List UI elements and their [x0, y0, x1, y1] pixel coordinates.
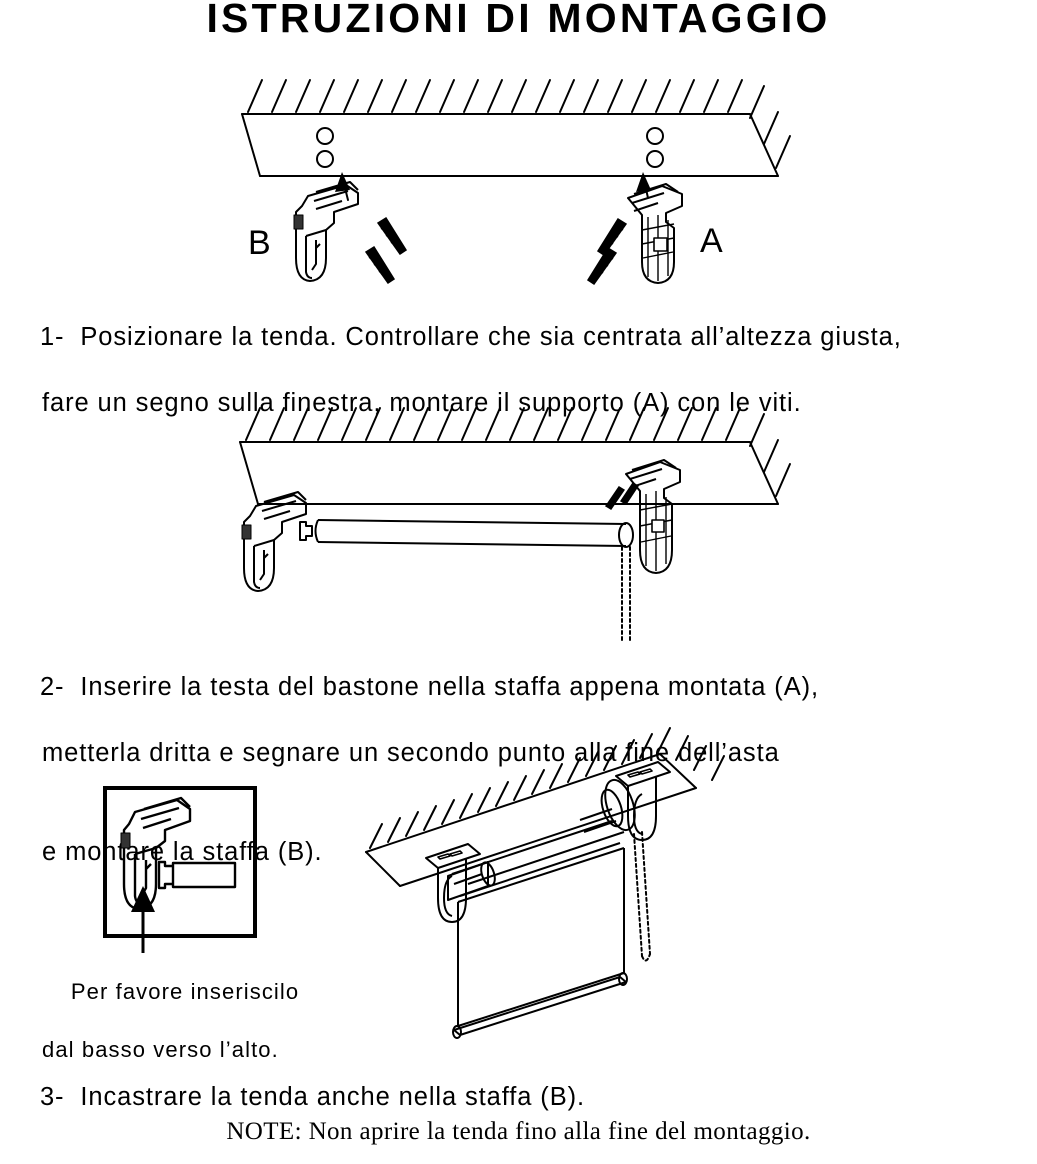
bracket-b — [293, 181, 359, 282]
bracket-b-label: B — [248, 224, 271, 262]
screw-icon — [596, 217, 628, 257]
inset-box-border — [103, 786, 257, 938]
bracket-a — [627, 183, 683, 284]
step-2-text: 2- Inserire la testa del bastone nella s… — [8, 638, 819, 935]
ceiling-slab — [239, 441, 779, 505]
step-2-line-2: metterla dritta e segnare un secondo pun… — [42, 739, 780, 767]
screw-hole — [646, 150, 664, 168]
bracket-right-mounted — [579, 761, 671, 841]
step-1-line-1: 1- Posizionare la tenda. Controllare che… — [39, 323, 902, 351]
footer-note: NOTE: Non aprire la tenda fino alla fine… — [226, 1118, 811, 1145]
step-1-text: 1- Posizionare la tenda. Controllare che… — [8, 288, 902, 486]
ceiling-hatching — [247, 79, 791, 169]
screw-icon — [586, 246, 618, 286]
roller-tube — [299, 519, 634, 548]
page-title: ISTRUZIONI DI MONTAGGIO — [206, 0, 831, 41]
bracket-b-loose — [241, 491, 307, 592]
screw-icon — [376, 216, 408, 256]
bead-chain — [621, 546, 631, 644]
roller-tube — [451, 820, 625, 897]
ceiling-hatching — [369, 727, 725, 849]
figure-1-bracket-mounting: B — [230, 72, 800, 287]
blind-fabric — [457, 847, 625, 1027]
screw-icon — [605, 486, 625, 510]
screw-hole — [646, 127, 664, 145]
bead-chain — [633, 831, 651, 962]
bracket-left-mounted — [425, 843, 496, 923]
screw-hole — [316, 150, 334, 168]
roller-rod-detail — [157, 860, 237, 890]
bracket-a-label: A — [700, 222, 723, 260]
inset-caption-line-2: dal basso verso l’alto. — [42, 1037, 279, 1062]
figure-3-inset-detail — [95, 778, 365, 953]
screw-hole — [316, 127, 334, 145]
bracket-b-detail — [120, 796, 192, 911]
step-3-text: 3- Incastrare la tenda anche nella staff… — [8, 1048, 585, 1147]
figure-2-rod-insertion — [228, 398, 798, 644]
insert-direction-arrow — [131, 886, 155, 953]
inset-caption: Per favore inseriscilo dal basso verso l… — [42, 948, 299, 1122]
step-2-line-3: e montare la staffa (B). — [42, 838, 323, 866]
ceiling-slab — [241, 113, 779, 177]
arrow-up-right — [636, 172, 651, 199]
inset-caption-line-1: Per favore inseriscilo — [70, 979, 300, 1004]
screw-icon — [364, 245, 396, 285]
figure-3-installed-blind — [348, 726, 768, 1056]
screw-icon — [620, 482, 639, 505]
step-3-line-1: 3- Incastrare la tenda anche nella staff… — [39, 1083, 585, 1111]
bracket-a-mounted — [625, 459, 681, 574]
ceiling-plane — [365, 753, 697, 887]
step-2-line-1: 2- Inserire la testa del bastone nella s… — [39, 673, 819, 701]
bottom-rail — [452, 972, 628, 1039]
ceiling-hatching — [245, 407, 791, 497]
